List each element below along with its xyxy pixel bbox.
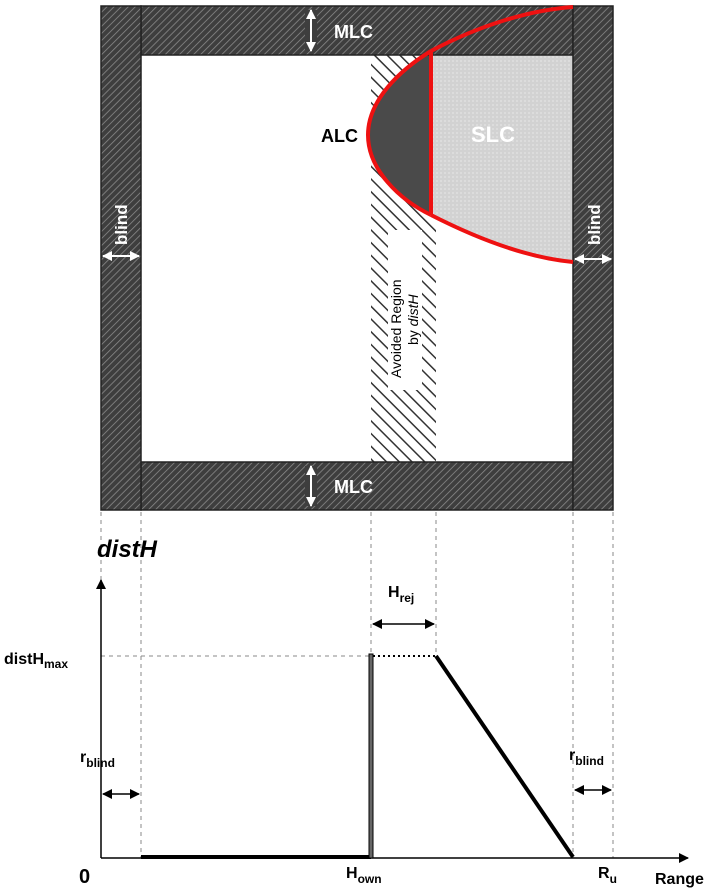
disth-step [368,653,374,859]
slc-label: SLC [471,122,515,147]
mlc-top-label: MLC [334,22,373,42]
avoided-region-label-line1: Avoided Region [388,279,404,378]
alc-region [368,51,431,215]
mlc-bottom-band [140,461,574,511]
avoided-label-box [388,230,422,390]
blind-right-label: blind [585,204,604,245]
y-axis-title: distH [97,536,158,563]
slc-region [431,7,573,262]
origin-label: 0 [79,866,90,888]
r-u-label: Ru [598,865,617,886]
disth-max-label: distHmax [4,651,68,671]
mlc-bottom-label: MLC [334,477,373,497]
blind-left-label: blind [112,204,131,245]
blind-left-band [100,5,142,511]
h-rej-label: Hrej [388,584,414,605]
alc-label: ALC [321,126,358,146]
r-blind-right-label: rblind [569,747,604,768]
mlc-top-band [140,5,574,56]
disth-decline [434,654,575,859]
alc-boundary [365,49,433,217]
avoided-region-label-line2: by distH [405,294,421,345]
r-blind-left-label: rblind [80,749,115,770]
h-own-label: Hown [346,865,382,886]
slc-lower-boundary [430,213,574,264]
slc-upper-boundary [430,5,574,53]
x-axis-label: Range [655,871,704,888]
